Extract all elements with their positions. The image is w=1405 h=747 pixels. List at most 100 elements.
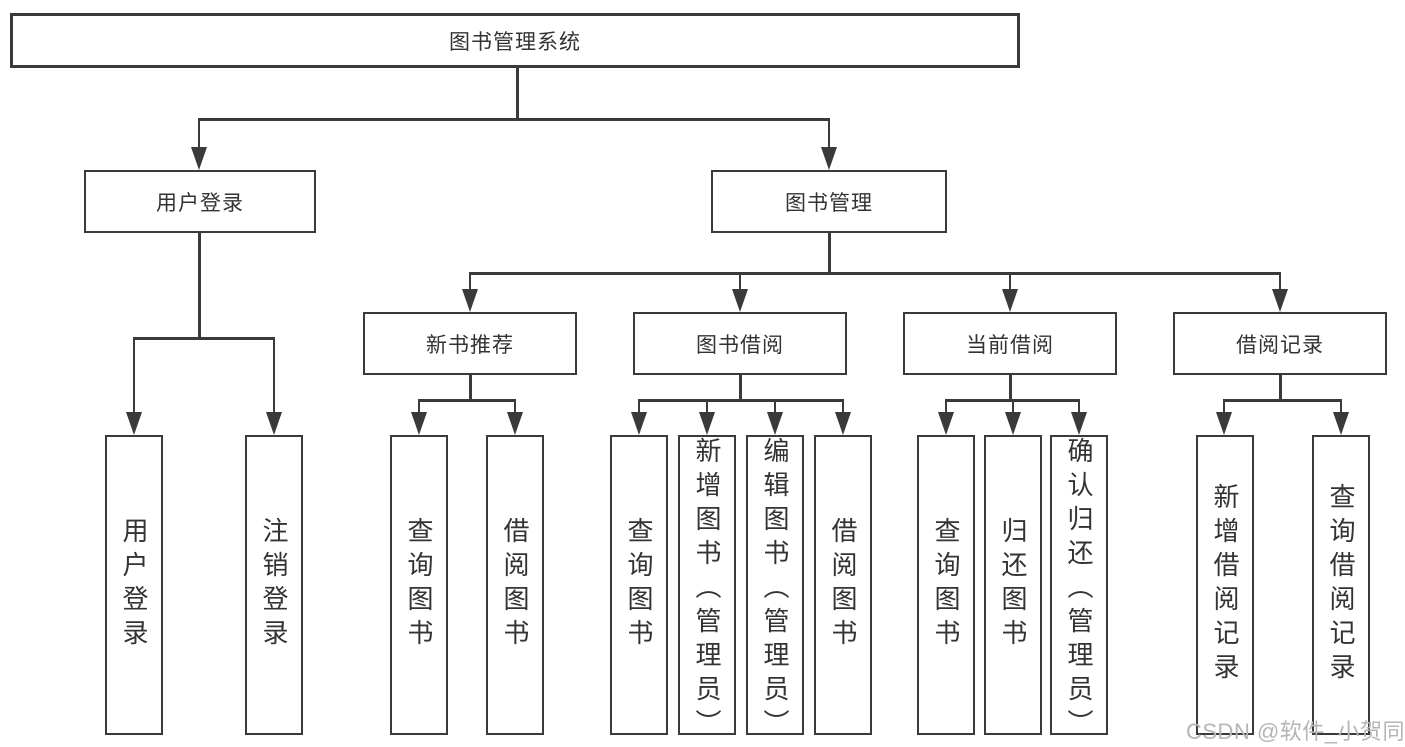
node-new-book-recommend-label: 新书推荐	[426, 333, 514, 357]
leaf-add-borrow-record: 新增借阅记录	[1196, 435, 1254, 735]
arrow-down-icon	[1333, 399, 1349, 435]
arrow-down-icon	[411, 399, 427, 435]
leaf-query-books-current: 查询图书	[917, 435, 975, 735]
node-root: 图书管理系统	[10, 13, 1020, 68]
connector-line	[773, 399, 777, 415]
arrow-down-icon	[631, 399, 647, 435]
leaf-return-book: 归还图书	[984, 435, 1042, 735]
connector-line	[1279, 375, 1282, 400]
arrowhead-icon	[938, 412, 954, 435]
connector-line	[516, 68, 519, 120]
arrowhead-icon	[1216, 412, 1232, 435]
leaf-query-books-borrow: 查询图书	[610, 435, 668, 735]
node-root-label: 图书管理系统	[449, 30, 581, 54]
leaf-query-books-recommend: 查询图书	[390, 435, 448, 735]
connector-line	[469, 375, 472, 400]
node-borrow-records: 借阅记录	[1173, 312, 1387, 375]
arrow-down-icon	[938, 399, 954, 435]
leaf-borrow-books-label: 借阅图书	[828, 517, 858, 653]
arrowhead-icon	[699, 412, 715, 435]
arrowhead-icon	[1005, 412, 1021, 435]
arrow-down-icon	[1002, 272, 1018, 312]
connector-line	[419, 399, 516, 402]
connector-line	[739, 375, 742, 400]
leaf-user-login-label: 用户登录	[119, 517, 149, 653]
leaf-user-login: 用户登录	[105, 435, 163, 735]
leaf-confirm-return-admin: 确认归还（管理员）	[1050, 435, 1108, 743]
leaf-borrow-books-recommend-label: 借阅图书	[500, 517, 530, 653]
connector-line	[1011, 399, 1015, 415]
arrowhead-icon	[1272, 289, 1288, 312]
connector-line	[1077, 399, 1081, 415]
connector-line	[132, 337, 136, 415]
arrow-down-icon	[462, 272, 478, 312]
leaf-query-books-borrow-label: 查询图书	[624, 517, 654, 653]
arrowhead-icon	[835, 412, 851, 435]
node-user-login: 用户登录	[84, 170, 316, 233]
arrow-down-icon	[507, 399, 523, 435]
connector-line	[198, 233, 201, 338]
node-book-borrow-label: 图书借阅	[696, 333, 784, 357]
arrowhead-icon	[411, 412, 427, 435]
connector-line	[738, 272, 742, 292]
arrowhead-icon	[732, 289, 748, 312]
node-current-borrow: 当前借阅	[903, 312, 1117, 375]
connector-line	[272, 337, 276, 415]
node-book-borrow: 图书借阅	[633, 312, 847, 375]
leaf-query-books-current-label: 查询图书	[931, 517, 961, 653]
arrowhead-icon	[462, 289, 478, 312]
arrowhead-icon	[1333, 412, 1349, 435]
leaf-add-borrow-record-label: 新增借阅记录	[1210, 483, 1240, 687]
connector-line	[1224, 399, 1341, 402]
leaf-edit-book-admin: 编辑图书（管理员）	[746, 435, 804, 743]
connector-line	[705, 399, 709, 415]
arrow-down-icon	[266, 337, 282, 435]
connector-line	[513, 399, 517, 415]
connector-line	[468, 272, 472, 292]
leaf-edit-book-admin-label: 编辑图书（管理员）	[760, 437, 790, 743]
leaf-logout: 注销登录	[245, 435, 303, 735]
arrow-down-icon	[1005, 399, 1021, 435]
leaf-query-borrow-record: 查询借阅记录	[1312, 435, 1370, 735]
arrowhead-icon	[631, 412, 647, 435]
arrow-down-icon	[1216, 399, 1232, 435]
node-book-management: 图书管理	[711, 170, 947, 233]
arrow-down-icon	[1272, 272, 1288, 312]
node-current-borrow-label: 当前借阅	[966, 333, 1054, 357]
connector-line	[134, 337, 275, 340]
connector-line	[1222, 399, 1226, 415]
node-book-management-label: 图书管理	[785, 191, 873, 215]
connector-line	[197, 118, 201, 150]
arrow-down-icon	[835, 399, 851, 435]
connector-line	[639, 399, 844, 402]
leaf-add-book-admin: 新增图书（管理员）	[678, 435, 736, 743]
connector-line	[637, 399, 641, 415]
connector-line	[827, 118, 831, 150]
connector-line	[1009, 375, 1012, 400]
leaf-query-borrow-record-label: 查询借阅记录	[1326, 483, 1356, 687]
leaf-borrow-books: 借阅图书	[814, 435, 872, 735]
connector-line	[1008, 272, 1012, 292]
connector-line	[1339, 399, 1343, 415]
arrowhead-icon	[126, 412, 142, 435]
leaf-borrow-books-recommend: 借阅图书	[486, 435, 544, 735]
arrowhead-icon	[767, 412, 783, 435]
arrow-down-icon	[699, 399, 715, 435]
arrow-down-icon	[821, 118, 837, 170]
connector-line	[841, 399, 845, 415]
leaf-return-book-label: 归还图书	[998, 517, 1028, 653]
connector-line	[199, 118, 830, 121]
node-user-login-label: 用户登录	[156, 191, 244, 215]
leaf-add-book-admin-label: 新增图书（管理员）	[692, 437, 722, 743]
leaf-logout-label: 注销登录	[259, 517, 289, 653]
arrow-down-icon	[126, 337, 142, 435]
csdn-watermark: CSDN @软件_小贺同学	[1186, 719, 1405, 744]
connector-line	[944, 399, 948, 415]
connector-line	[470, 272, 1281, 275]
arrowhead-icon	[1002, 289, 1018, 312]
arrowhead-icon	[1071, 412, 1087, 435]
node-borrow-records-label: 借阅记录	[1236, 333, 1324, 357]
connector-line	[828, 233, 831, 273]
leaf-query-books-recommend-label: 查询图书	[404, 517, 434, 653]
